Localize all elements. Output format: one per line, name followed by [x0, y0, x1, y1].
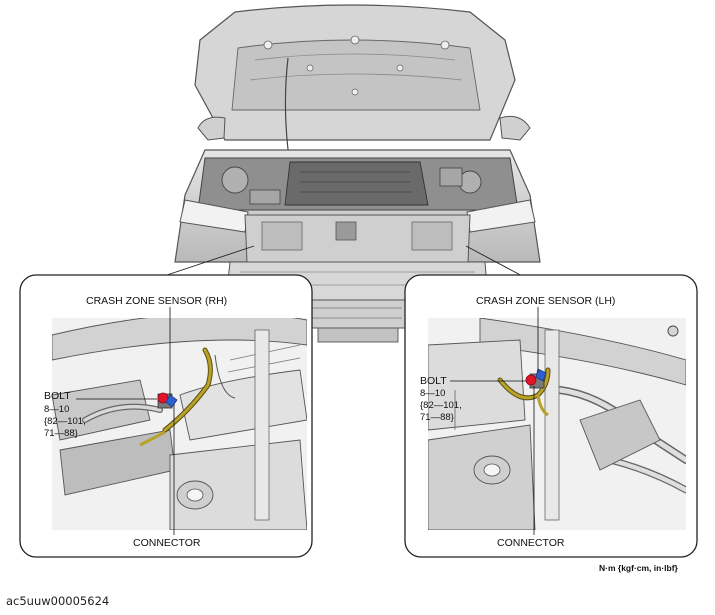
torque-lh-line-3: 71—88} [420, 412, 454, 423]
torque-rh-line-3: 71—88} [44, 428, 78, 439]
torque-rh-line-1: 8—10 [44, 404, 70, 415]
crash-zone-sensor-rh-label: CRASH ZONE SENSOR (RH) [86, 295, 228, 307]
torque-unit-note: N·m {kgf·cm, in·lbf} [599, 563, 678, 573]
connector-rh-label: CONNECTOR [133, 537, 201, 549]
inset-lh [404, 274, 698, 558]
inset-rh [19, 274, 313, 558]
torque-lh-line-2: {82—101, [420, 400, 462, 411]
bolt-rh-label: BOLT [44, 390, 71, 402]
vehicle-front-view [174, 4, 541, 343]
figure-id: ac5uuw00005624 [6, 594, 110, 608]
bolt-lh-label: BOLT [420, 375, 447, 387]
connector-lh-label: CONNECTOR [497, 537, 565, 549]
crash-zone-sensor-lh-label: CRASH ZONE SENSOR (LH) [476, 295, 616, 307]
torque-lh-line-1: 8—10 [420, 388, 446, 399]
torque-rh-line-2: {82—101, [44, 416, 86, 427]
